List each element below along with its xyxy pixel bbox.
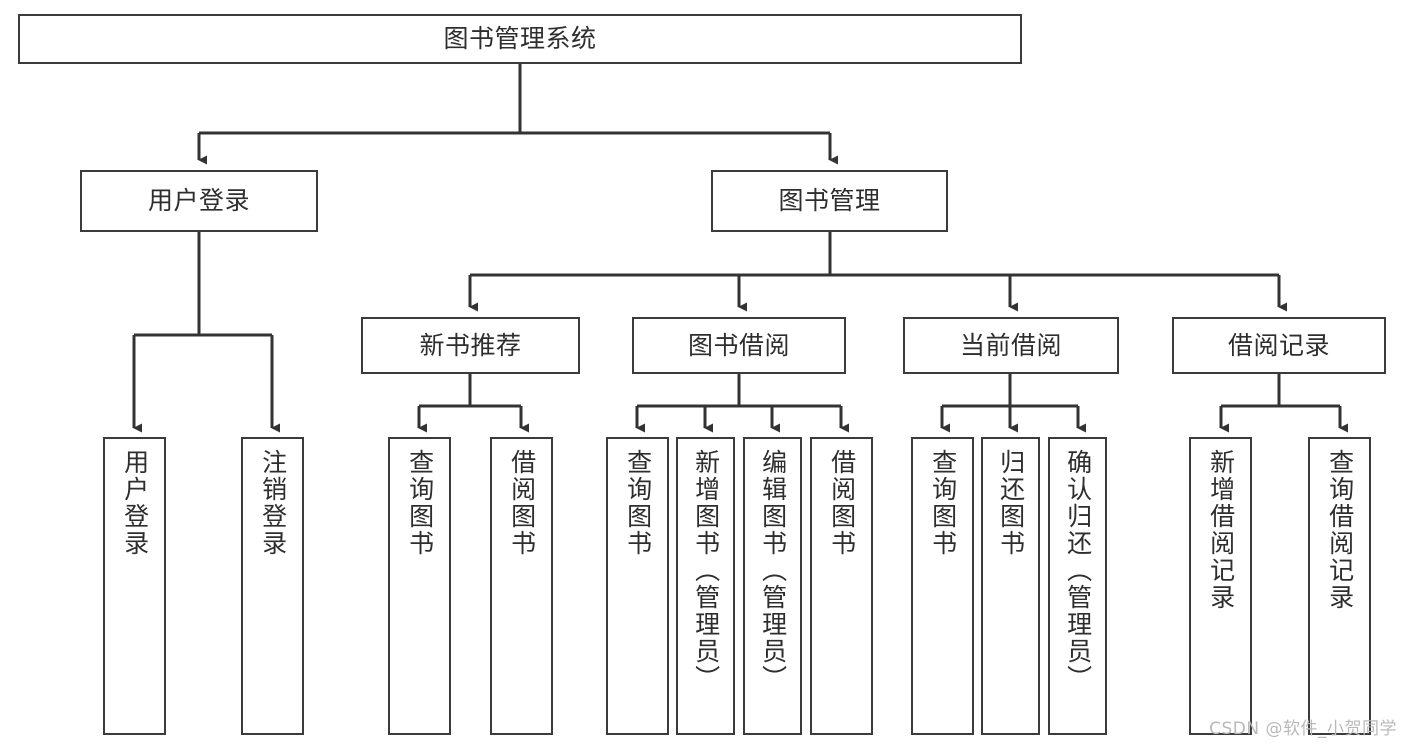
node-label: 编辑图书（管理员） xyxy=(758,449,788,692)
node-label: 借阅图书 xyxy=(827,449,857,557)
node-label: 借阅记录 xyxy=(1227,330,1330,360)
node-label: 查询图书 xyxy=(623,449,653,557)
node-leaf-query-borrowing-record[interactable]: 查询借阅记录 xyxy=(1308,437,1371,735)
node-borrowing-record[interactable]: 借阅记录 xyxy=(1172,317,1386,374)
node-book-management[interactable]: 图书管理 xyxy=(711,170,948,232)
node-leaf-add-borrowing-record[interactable]: 新增借阅记录 xyxy=(1189,437,1252,735)
node-label: 新书推荐 xyxy=(419,330,522,360)
node-label: 确认归还（管理员） xyxy=(1063,449,1093,692)
node-label: 当前借阅 xyxy=(959,330,1062,360)
node-label: 图书管理 xyxy=(778,186,881,216)
node-label: 注销登录 xyxy=(258,449,288,557)
node-label: 图书管理系统 xyxy=(443,24,597,54)
node-leaf-logout[interactable]: 注销登录 xyxy=(241,437,304,735)
node-label: 查询图书 xyxy=(928,449,958,557)
node-leaf-borrow-book-borrowing[interactable]: 借阅图书 xyxy=(810,437,873,735)
node-label: 新增借阅记录 xyxy=(1206,449,1236,611)
node-leaf-confirm-return-admin[interactable]: 确认归还（管理员） xyxy=(1048,437,1107,735)
node-leaf-edit-book-admin[interactable]: 编辑图书（管理员） xyxy=(743,437,802,735)
node-leaf-user-login[interactable]: 用户登录 xyxy=(103,437,166,735)
node-label: 新增图书（管理员） xyxy=(691,449,721,692)
node-leaf-query-book-borrowing[interactable]: 查询图书 xyxy=(606,437,669,735)
node-label: 借阅图书 xyxy=(507,449,537,557)
node-leaf-query-book-newbook[interactable]: 查询图书 xyxy=(388,437,451,735)
node-label: 图书借阅 xyxy=(687,330,790,360)
node-leaf-borrow-book-newbook[interactable]: 借阅图书 xyxy=(490,437,553,735)
node-label: 归还图书 xyxy=(996,449,1026,557)
node-leaf-add-book-admin[interactable]: 新增图书（管理员） xyxy=(676,437,735,735)
csdn-watermark: CSDN @软件_小贺同学 xyxy=(1209,719,1397,739)
node-root-book-management-system[interactable]: 图书管理系统 xyxy=(18,14,1022,64)
node-current-borrowing[interactable]: 当前借阅 xyxy=(903,317,1119,374)
node-label: 用户登录 xyxy=(147,186,250,216)
node-leaf-return-book[interactable]: 归还图书 xyxy=(981,437,1040,735)
node-user-login[interactable]: 用户登录 xyxy=(80,170,318,232)
node-label: 用户登录 xyxy=(120,449,150,557)
node-new-book-recommendation[interactable]: 新书推荐 xyxy=(361,317,580,374)
node-leaf-query-book-current[interactable]: 查询图书 xyxy=(911,437,974,735)
node-label: 查询图书 xyxy=(405,449,435,557)
node-label: 查询借阅记录 xyxy=(1325,449,1355,611)
node-book-borrowing[interactable]: 图书借阅 xyxy=(632,317,846,374)
